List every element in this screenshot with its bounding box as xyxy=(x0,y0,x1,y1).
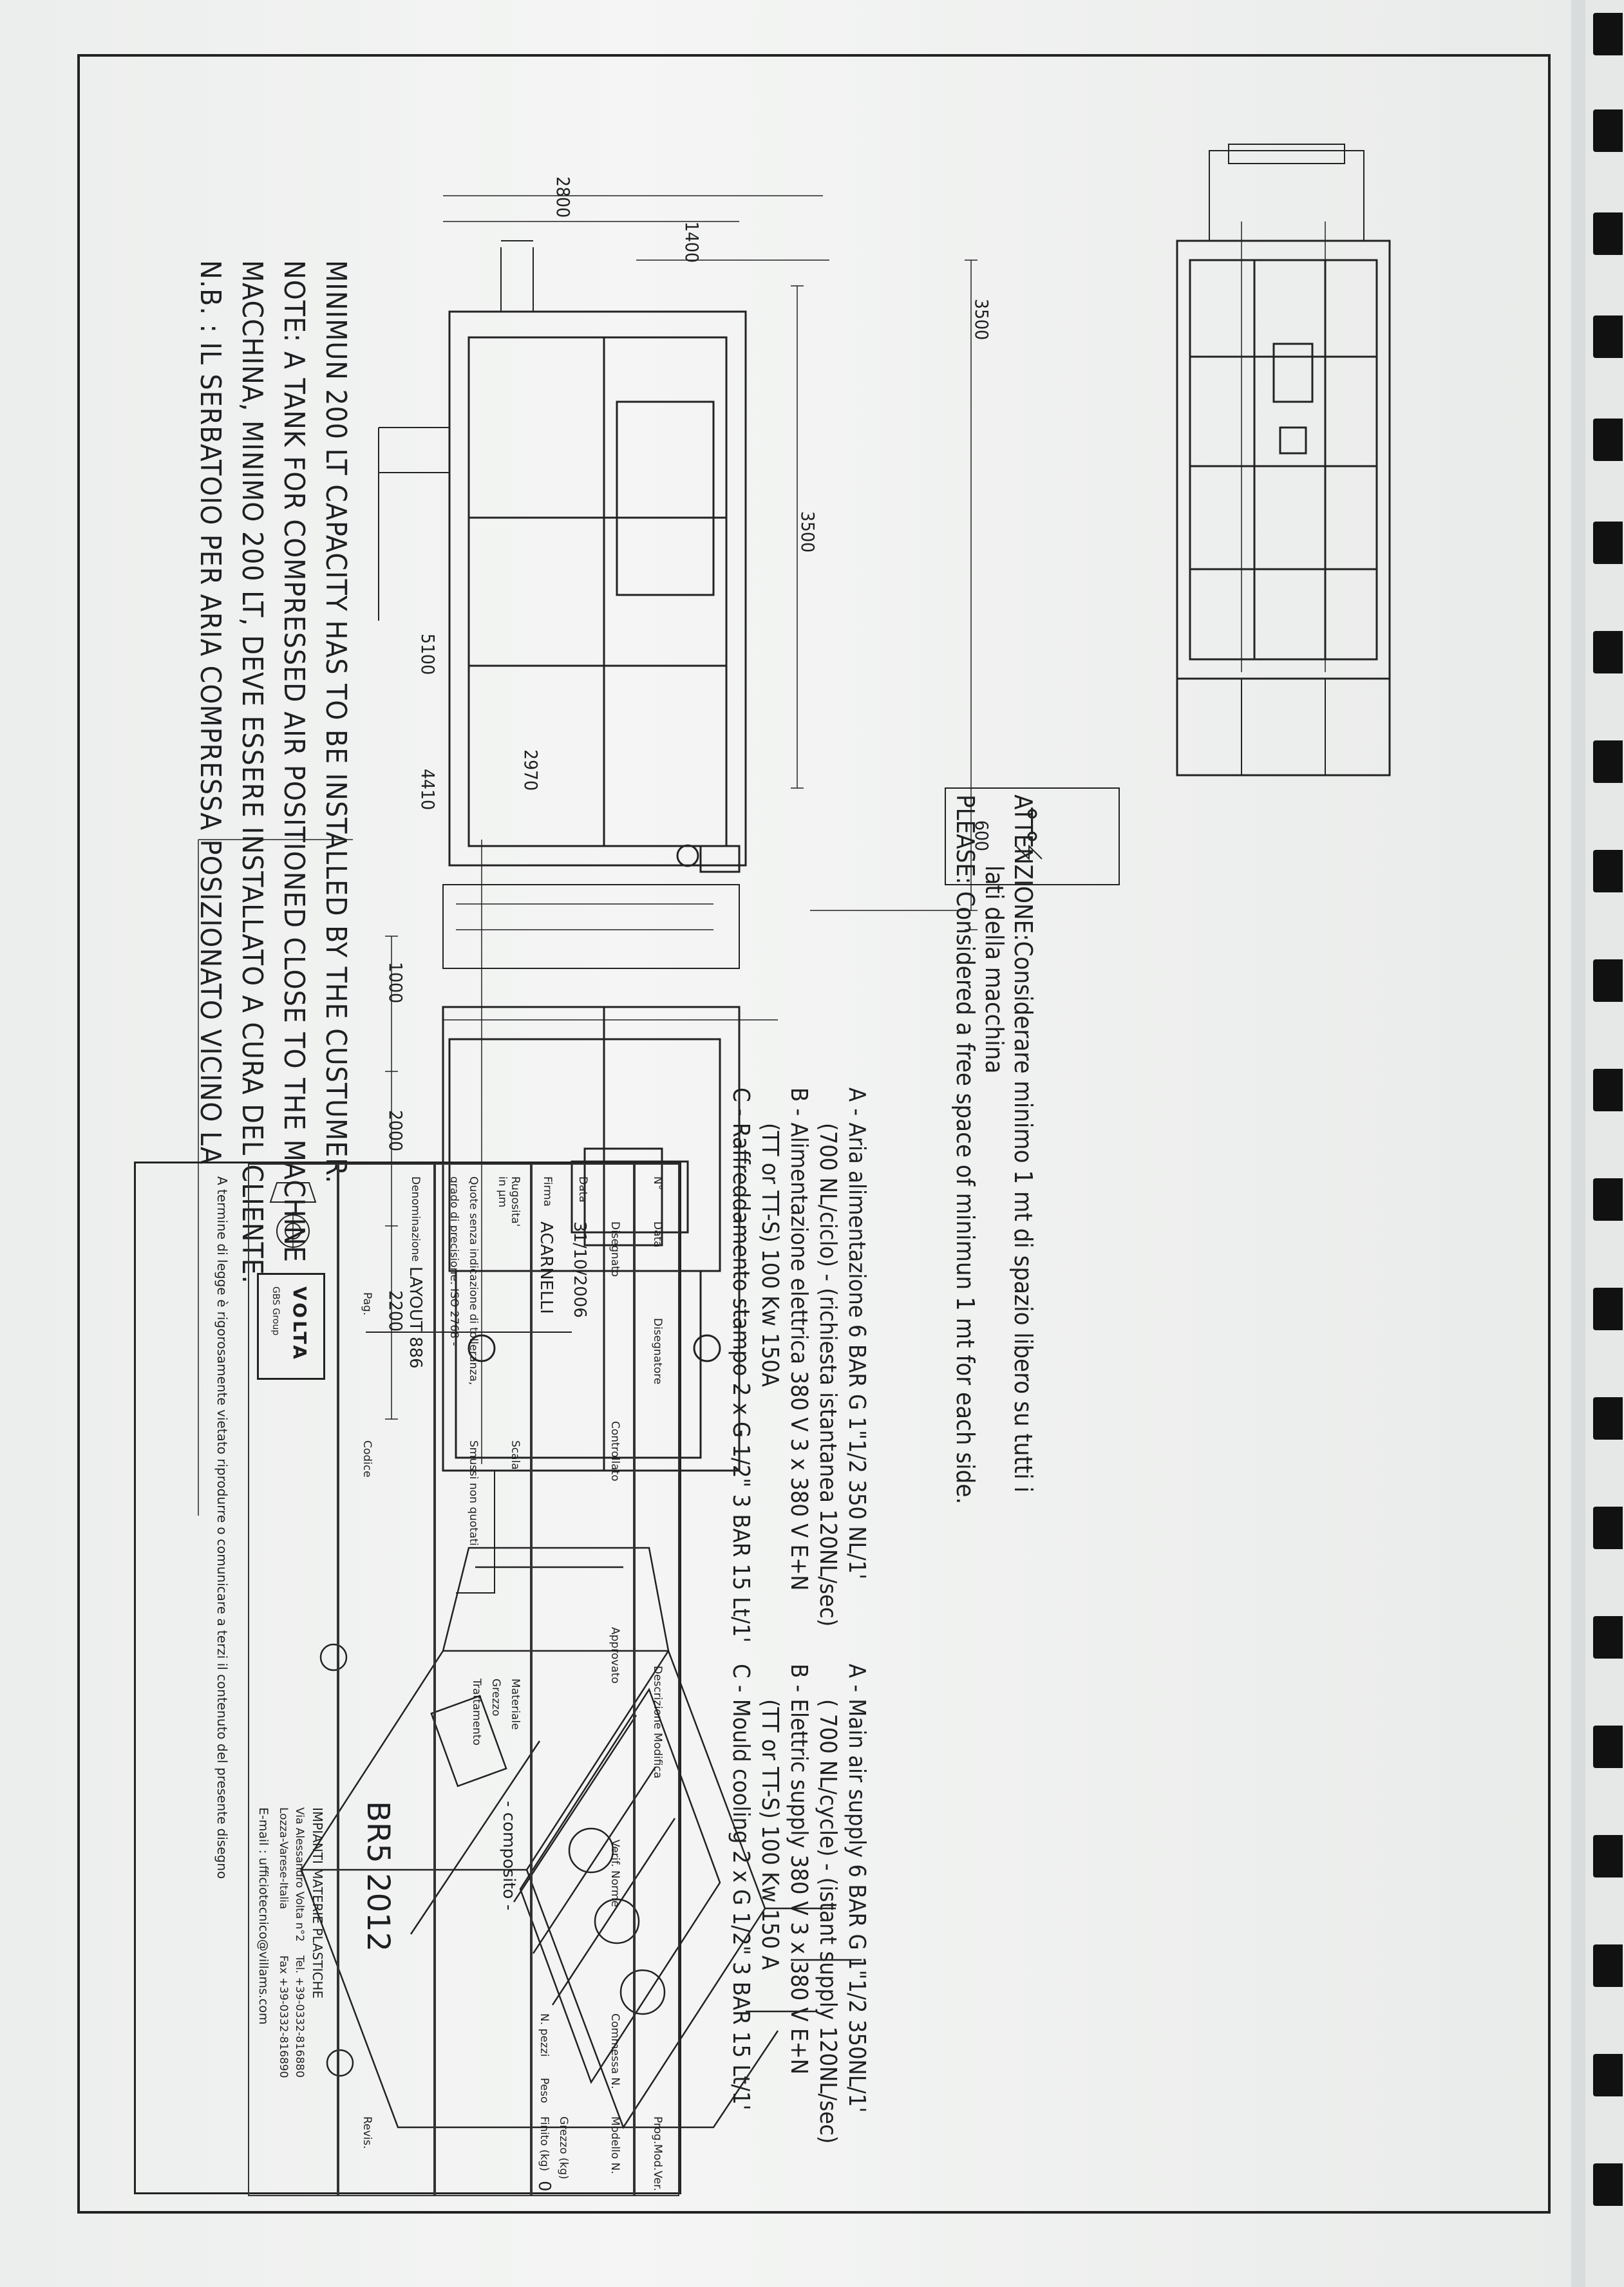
binding-ring xyxy=(1593,315,1623,358)
hdr-descrizione: Descrizione Modifica xyxy=(651,1666,664,1779)
lbl-codice: Codice xyxy=(361,1440,373,1478)
lbl-finito-kg: Finito (kg) xyxy=(538,2116,551,2172)
dim-label: 1400 xyxy=(681,221,703,263)
lbl-commessa: Commessa N. xyxy=(609,2013,621,2089)
binding-ring xyxy=(1593,1178,1623,1221)
lbl-verif-norme: Verif. Norme xyxy=(609,1840,621,1907)
company-email: E-mail : ufficiotecnico@villams.com xyxy=(256,1807,270,2025)
binding-ring xyxy=(1593,631,1623,673)
binding-ring xyxy=(1593,212,1623,255)
legal-notice: A termine di legge è rigorosamente vieta… xyxy=(214,1176,230,1879)
lbl-controllato: Controllato xyxy=(609,1421,621,1482)
binding-ring xyxy=(1593,1944,1623,1987)
lbl-grezzo-kg: Grezzo (kg) xyxy=(557,2116,570,2179)
lbl-npezzi: N. pezzi xyxy=(538,2013,551,2057)
paper-page xyxy=(0,0,1571,2287)
drawing-border xyxy=(77,54,1551,2214)
lbl-modello: Modello N. xyxy=(609,2116,621,2174)
hdr-prog: Prog.Mod.Ver. xyxy=(651,2116,664,2192)
drawing-title: BR5 2012 xyxy=(360,1801,396,1952)
lbl-trattamento: Trattamento xyxy=(470,1679,483,1746)
binding-ring xyxy=(1593,1069,1623,1111)
logo-text: VOLTA xyxy=(289,1286,310,1362)
binding-ring xyxy=(1593,959,1623,1002)
lbl-materiale: Materiale xyxy=(509,1679,522,1730)
hdr-no: N° xyxy=(651,1176,664,1191)
company-logo: VOLTA GBS Group xyxy=(257,1273,325,1380)
lbl-approvato: Approvato xyxy=(609,1627,621,1684)
binding-ring xyxy=(1593,1288,1623,1330)
dim-label: 3500 xyxy=(797,511,818,553)
technical-drawing: N.B. : IL SERBATOIO PER ARIA COMPRESSA P… xyxy=(90,67,1538,2201)
dim-label: 4410 xyxy=(417,769,439,811)
dim-label: 2970 xyxy=(520,749,542,791)
hdr-data: Data xyxy=(651,1221,664,1248)
lbl-firma: Firma xyxy=(541,1176,554,1207)
lbl-inum: in μm xyxy=(496,1176,509,1208)
front-view-drawing xyxy=(378,195,829,1021)
company-fax: Fax +39-0332-816890 xyxy=(277,1955,290,2078)
binding-ring xyxy=(1593,740,1623,783)
binding-ring xyxy=(1593,522,1623,564)
val-firma: ACARNELLI xyxy=(536,1221,556,1314)
lbl-data: Data xyxy=(576,1176,589,1203)
lbl-grezzo: Grezzo xyxy=(489,1679,502,1717)
binding-ring xyxy=(1593,419,1623,461)
binding-ring xyxy=(1593,2163,1623,2206)
hdr-disegnatore: Disegnatore xyxy=(651,1318,664,1385)
company-name: IMPIANTI MATERIE PLASTICHE xyxy=(310,1807,325,1999)
binding-ring xyxy=(1593,2054,1623,2096)
company-address: Via Alessandro Volta n°2 xyxy=(293,1807,306,1942)
lbl-denominazione: Denominazione xyxy=(409,1176,422,1262)
logo-subtext: GBS Group xyxy=(270,1286,281,1336)
binding-ring xyxy=(1593,850,1623,892)
binding-ring xyxy=(1593,1616,1623,1659)
binding-ring xyxy=(1593,1397,1623,1440)
isometric-view-drawing xyxy=(299,1547,862,2129)
val-data: 31/10/2006 xyxy=(570,1221,589,1318)
company-tel: Tel. +39-0332-816880 xyxy=(293,1955,306,2078)
binding-ring xyxy=(1593,13,1623,55)
binding-ring xyxy=(1593,1507,1623,1549)
company-city: Lozza-Varese-Italia xyxy=(277,1807,290,1910)
lbl-smussi: Smussi non quotati xyxy=(467,1440,480,1546)
machine-drawings xyxy=(198,144,1391,2129)
dim-label: 2000 xyxy=(385,1110,406,1152)
lbl-grado: grado di precisione: ISO 2768 - xyxy=(448,1176,460,1346)
title-block: N° Data Disegnatore Descrizione Modifica… xyxy=(134,1162,681,2196)
binding-ring xyxy=(1593,1726,1623,1768)
val-finito-kg: 0 xyxy=(534,2181,554,2192)
lbl-rugosita: Rugosita' xyxy=(509,1176,522,1227)
plan-view-drawing xyxy=(810,144,1391,930)
projection-symbol-icon xyxy=(269,1182,317,1250)
dim-label: 2800 xyxy=(552,176,574,218)
binding-ring xyxy=(1593,1835,1623,1878)
dim-label: 3500 xyxy=(971,299,992,341)
binding-ring xyxy=(1593,109,1623,152)
val-materiale: - composito - xyxy=(499,1801,518,1911)
dim-label: 1000 xyxy=(385,962,406,1004)
lbl-disegnato: Disegnato xyxy=(609,1221,621,1277)
lbl-scala: Scala xyxy=(509,1440,522,1470)
dim-label: 5100 xyxy=(417,634,439,675)
dim-label: 600 xyxy=(971,820,992,852)
lbl-revis: Revis. xyxy=(361,2116,373,2149)
lbl-peso: Peso xyxy=(538,2078,551,2103)
val-denominazione: LAYOUT 886 xyxy=(406,1266,425,1369)
spiral-binding xyxy=(1585,0,1624,2287)
lbl-quote: Quote senza indicazione di tolleranza, xyxy=(467,1176,480,1386)
lbl-pag: Pag. xyxy=(361,1292,373,1316)
side-view-drawing xyxy=(198,839,741,1594)
